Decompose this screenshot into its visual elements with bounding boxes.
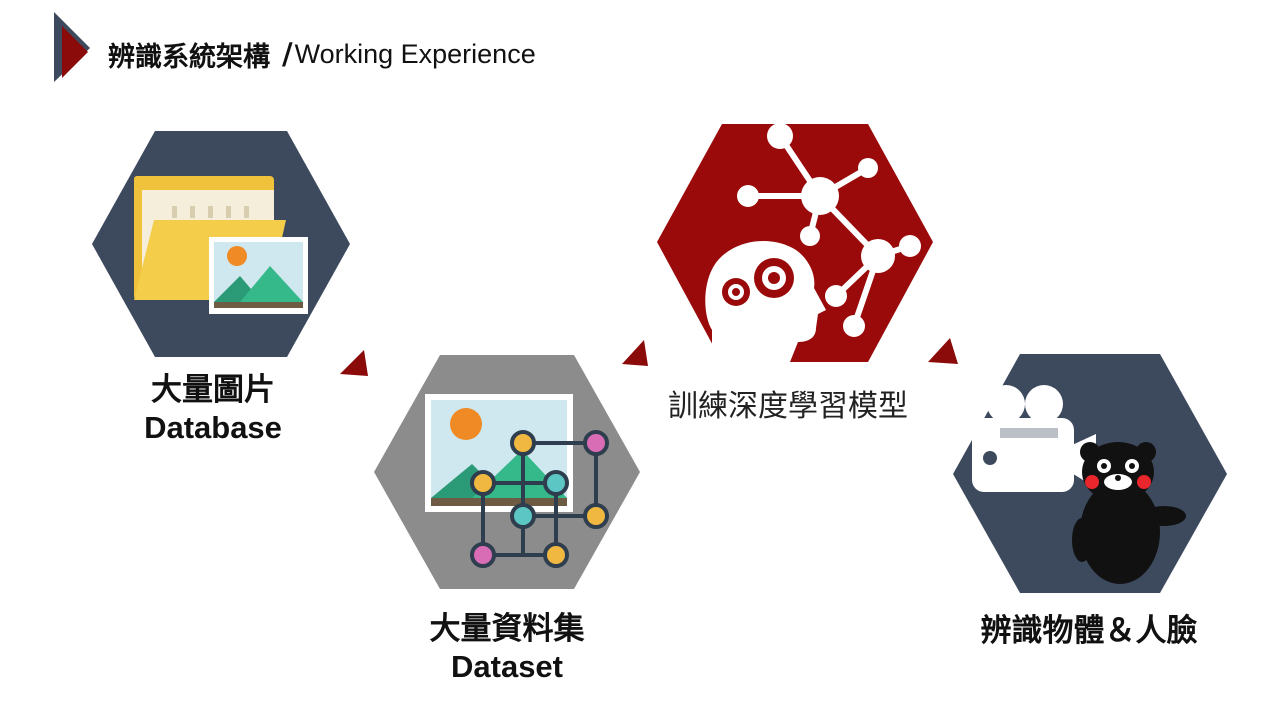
recognition-label-zh: 辨識物體＆人臉	[980, 613, 1198, 649]
arrow-icon	[928, 338, 958, 364]
camera-bear-icon	[972, 385, 1186, 584]
recognition-label: 辨識物體＆人臉	[958, 613, 1220, 650]
recognition-hexagon	[953, 354, 1227, 593]
database-label-en: Database	[144, 410, 282, 445]
database-label-zh: 大量圖片	[151, 372, 275, 408]
page-title: 辨識系統架構 / Working Experience	[108, 32, 536, 76]
database-label: 大量圖片 Database	[100, 372, 326, 446]
title-slash: /	[282, 37, 293, 71]
image-node-graph-icon	[425, 394, 609, 568]
arrow-icon	[622, 340, 648, 366]
dataset-label-zh: 大量資料集	[429, 611, 585, 647]
title-zh: 辨識系統架構	[108, 41, 270, 73]
training-label: 訓練深度學習模型	[668, 389, 908, 424]
database-hexagon	[92, 131, 350, 357]
dataset-label: 大量資料集 Dataset	[380, 611, 634, 685]
training-hexagon	[657, 124, 933, 362]
dataset-hexagon	[374, 355, 640, 589]
dataset-label-en: Dataset	[451, 649, 563, 684]
header-accent-icon	[54, 12, 90, 82]
brain-network-icon	[705, 124, 921, 362]
title-en: Working Experience	[294, 38, 536, 69]
arrow-icon	[340, 350, 368, 376]
folder-image-icon	[134, 176, 308, 314]
